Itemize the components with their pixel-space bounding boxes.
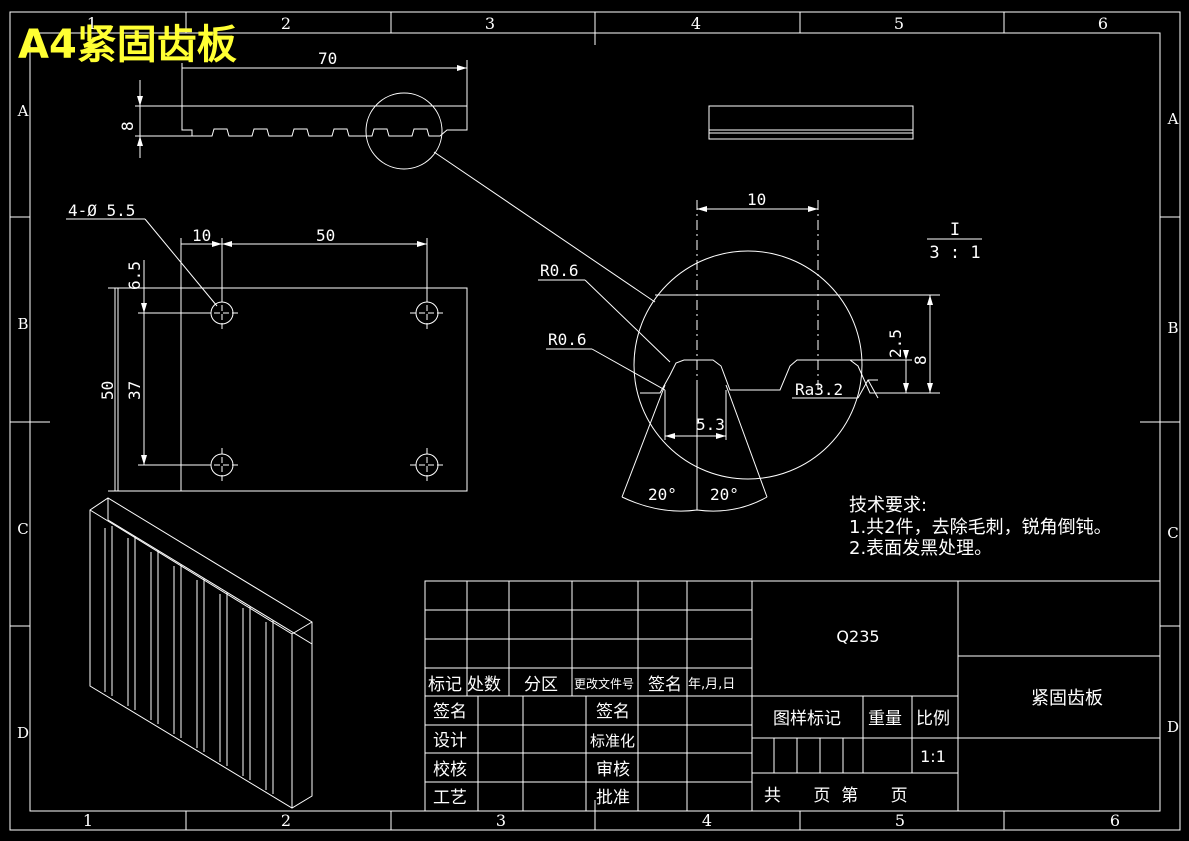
zone-bottom-5: 5 [895, 811, 905, 830]
zone-top-2: 2 [281, 14, 291, 33]
tb-review: 审核 [596, 760, 630, 780]
tb-weight: 重量 [868, 709, 902, 729]
plan-view [66, 218, 468, 492]
tb-sheets: 共 页 第 页 [764, 786, 908, 806]
dim-x2: 50 [316, 226, 335, 245]
dim-gap: 5.3 [696, 415, 725, 434]
border-frame [9, 11, 1181, 831]
tb-material: Q235 [836, 627, 879, 646]
tb-sign-1: 签名 [433, 702, 467, 722]
tb-sign-2: 签名 [596, 702, 630, 722]
dim-tooth-width: 10 [747, 190, 766, 209]
dim-h37: 37 [125, 381, 144, 400]
tb-zone: 分区 [524, 675, 558, 695]
tb-mark: 标记 [428, 675, 462, 695]
zone-left-b: B [17, 315, 28, 333]
zone-top-5: 5 [894, 14, 904, 33]
dim-holes: 4-Ø 5.5 [68, 201, 135, 220]
notes-line-1: 1.共2件，去除毛刺，锐角倒钝。 [849, 517, 1112, 538]
dim-depth: 2.5 [886, 329, 905, 358]
zone-bottom-2: 2 [281, 811, 291, 830]
dim-angle-right: 20° [710, 485, 739, 504]
zone-bottom-3: 3 [496, 811, 506, 830]
dim-thickness: 8 [118, 121, 137, 131]
zone-right-b: B [1167, 319, 1178, 337]
front-view [135, 60, 656, 303]
detail-view [538, 200, 982, 512]
zone-right-d: D [1167, 718, 1179, 736]
zone-right-c: C [1167, 524, 1178, 542]
detail-label: I [950, 220, 960, 240]
dim-y1: 6.5 [125, 261, 144, 290]
roughness-symbol: Ra3.2 [795, 380, 843, 399]
isometric-view [89, 497, 313, 809]
zone-top-1: 1 [87, 14, 97, 33]
technical-notes: 技术要求: 1.共2件，去除毛刺，锐角倒钝。 2.表面发黑处理。 [849, 495, 1112, 559]
tb-sign: 签名 [648, 675, 682, 695]
dim-x1: 10 [192, 226, 211, 245]
tb-check: 校核 [433, 760, 467, 780]
tb-standard: 标准化 [590, 732, 635, 750]
zone-bottom-1: 1 [83, 811, 93, 830]
tb-stage-mark: 图样标记 [773, 709, 841, 729]
tb-design: 设计 [433, 731, 467, 751]
dim-length: 70 [318, 49, 337, 68]
zone-top-4: 4 [691, 14, 701, 33]
zone-bottom-6: 6 [1110, 811, 1120, 830]
zone-left-c: C [17, 520, 28, 538]
zone-top-3: 3 [485, 14, 495, 33]
dim-angle-left: 20° [648, 485, 677, 504]
dim-radius-1: R0.6 [540, 261, 579, 280]
detail-scale: 3 : 1 [929, 243, 980, 263]
tb-count: 处数 [467, 675, 501, 695]
dim-h50: 50 [98, 381, 117, 400]
tb-part-name: 紧固齿板 [1031, 688, 1103, 709]
tb-process: 工艺 [433, 788, 467, 808]
zone-right-a: A [1167, 110, 1179, 128]
notes-line-2: 2.表面发黑处理。 [849, 538, 992, 559]
zone-top-6: 6 [1098, 14, 1108, 33]
dim-radius-2: R0.6 [548, 330, 587, 349]
dim-height: 8 [911, 355, 930, 365]
zone-bottom-4: 4 [702, 811, 712, 830]
side-view [708, 105, 914, 140]
tb-scale-value: 1:1 [920, 747, 946, 766]
notes-heading: 技术要求: [849, 495, 927, 516]
zone-left-d: D [17, 724, 29, 742]
tb-scale: 比例 [916, 709, 950, 729]
zone-left-a: A [17, 102, 29, 120]
zone-labels: 1 2 3 4 5 6 1 2 3 4 5 6 A B C D A B C D [17, 14, 1179, 830]
title-block [424, 580, 1161, 812]
iso-teeth [104, 526, 274, 794]
tb-doc: 更改文件号 [574, 676, 634, 691]
tb-date: 年,月,日 [688, 677, 735, 692]
tb-approve: 批准 [596, 788, 630, 808]
drawing-title: A4紧固齿板 [18, 22, 237, 68]
